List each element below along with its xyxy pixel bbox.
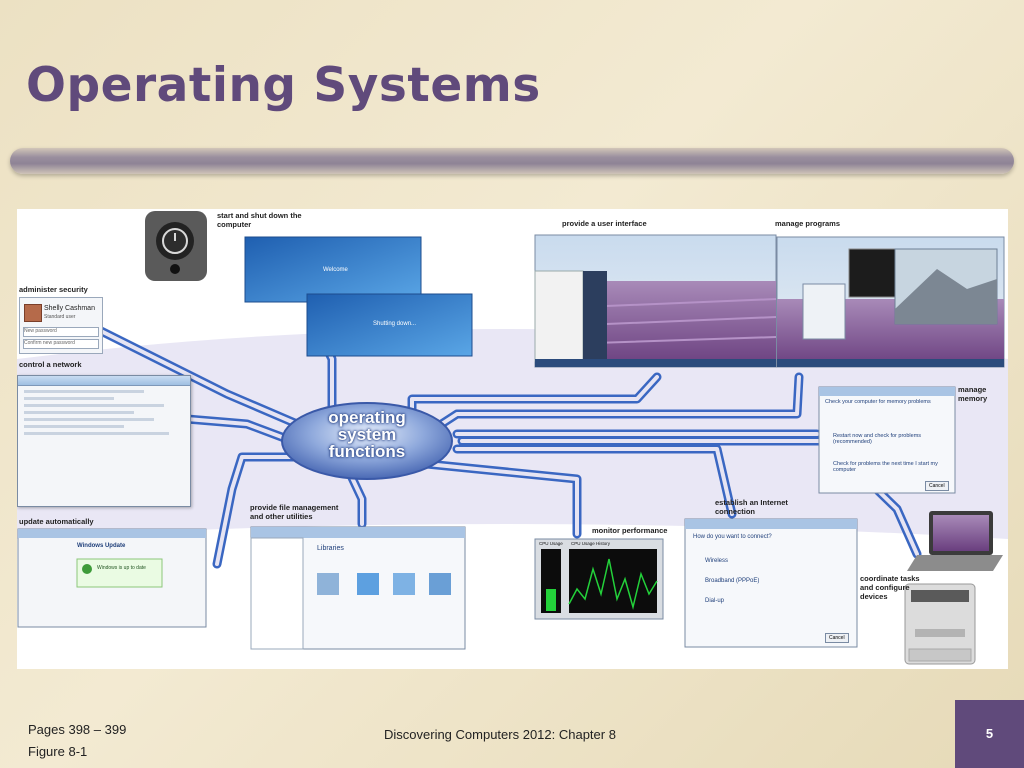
label-internet-connection: establish an Internet connection — [715, 498, 788, 516]
title-divider-bar — [10, 148, 1014, 174]
conn-option-dialup[interactable]: Dial-up — [705, 598, 725, 604]
shutting-down-text: Shutting down... — [373, 321, 417, 327]
internet-connection-window — [684, 518, 858, 648]
label-coordinate-tasks: coordinate tasks and configure devices — [860, 574, 920, 601]
memory-option-restart[interactable]: Restart now and check for problems (reco… — [833, 433, 922, 445]
text-line — [24, 425, 124, 428]
user-interface-screenshot — [534, 234, 777, 368]
conn-option-wireless[interactable]: Wireless — [705, 558, 729, 564]
center-hub-label: operating system functions — [287, 409, 447, 460]
diagram-connectors — [17, 211, 1008, 665]
hub-line-2: system — [337, 425, 397, 444]
slide-title: Operating Systems — [26, 58, 541, 113]
page-number: 5 — [985, 726, 994, 741]
os-functions-diagram: operating system functions Welcome Shutt… — [17, 209, 1008, 669]
libraries-title: Libraries — [317, 545, 344, 552]
connect-title: How do you want to connect? — [693, 534, 772, 540]
update-window-frame — [17, 528, 207, 628]
network-window-titlebar — [18, 376, 190, 386]
label-file-management: provide file management and other utilit… — [250, 503, 339, 521]
laptop-image — [907, 511, 1003, 571]
network-window — [17, 375, 191, 507]
memory-title: Check your computer for memory problems — [825, 399, 931, 405]
memory-cancel-button[interactable]: Cancel — [925, 481, 949, 491]
cpu-history-label: CPU Usage History — [571, 541, 611, 546]
conn-option-broadband[interactable]: Broadband (PPPoE) — [705, 578, 760, 584]
power-button-image — [145, 211, 207, 281]
welcome-text: Welcome — [323, 267, 348, 273]
footer-figure-ref: Figure 8-1 — [28, 744, 88, 759]
update-status: Windows is up to date — [97, 565, 146, 571]
page-number-box: 5 — [955, 700, 1024, 768]
label-manage-programs: manage programs — [775, 219, 841, 228]
user-avatar — [24, 304, 42, 322]
update-title: Windows Update — [77, 543, 126, 549]
new-password-field[interactable]: New password — [23, 327, 99, 337]
hub-line-3: functions — [328, 442, 406, 461]
text-line — [24, 390, 144, 393]
user-name: Shelly Cashman — [44, 305, 95, 312]
label-user-interface: provide a user interface — [562, 219, 647, 228]
text-line — [24, 404, 164, 407]
confirm-password-field[interactable]: Confirm new password — [23, 339, 99, 349]
text-line — [24, 397, 114, 400]
manage-programs-screenshot — [776, 236, 1005, 368]
shutting-down-screen — [306, 293, 473, 357]
connect-cancel-button[interactable]: Cancel — [825, 633, 849, 643]
hub-line-1: operating — [328, 408, 406, 427]
label-update-automatically: update automatically — [19, 517, 94, 526]
text-line — [24, 411, 134, 414]
label-monitor-performance: monitor performance — [592, 526, 668, 535]
label-manage-memory: manage memory — [958, 385, 988, 403]
text-line — [24, 418, 154, 421]
label-start-shutdown: start and shut down the computer — [217, 211, 302, 229]
label-control-network: control a network — [19, 360, 82, 369]
printer-image — [904, 583, 976, 665]
label-administer-security: administer security — [19, 285, 88, 294]
performance-monitor-image — [534, 538, 664, 620]
footer-chapter: Discovering Computers 2012: Chapter 8 — [384, 727, 616, 742]
welcome-screen — [244, 236, 422, 303]
footer-pages: Pages 398 – 399 — [28, 722, 127, 737]
cpu-usage-label: CPU Usage — [539, 541, 563, 546]
text-line — [24, 432, 169, 435]
memory-option-next-start[interactable]: Check for problems the next time I start… — [833, 461, 938, 473]
center-hub-ellipse — [281, 402, 453, 480]
security-panel: Shelly Cashman Standard user New passwor… — [19, 297, 103, 354]
user-role: Standard user — [44, 314, 76, 320]
